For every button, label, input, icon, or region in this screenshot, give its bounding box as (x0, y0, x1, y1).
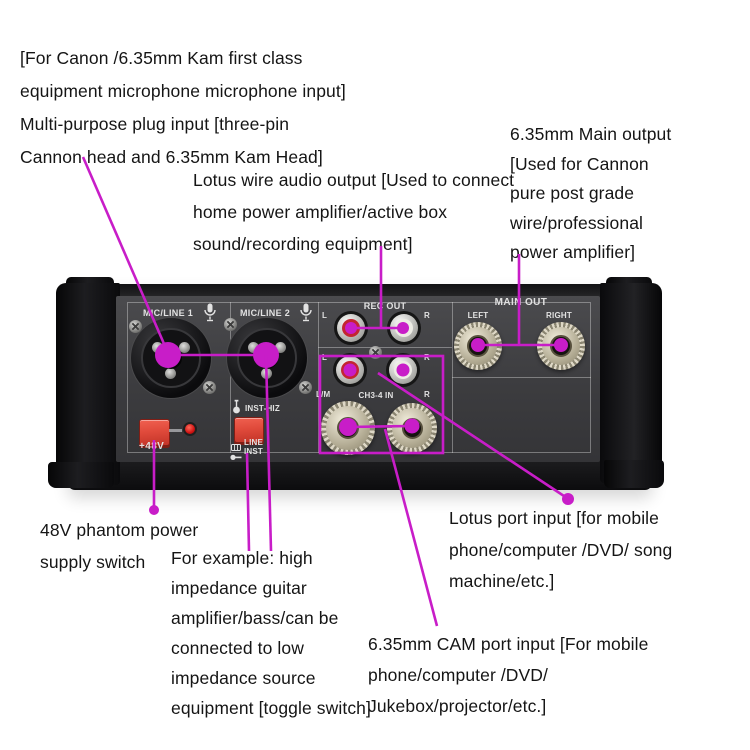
inst-hiz-label: INST-HIZ (245, 404, 280, 413)
callout-text-line: For example: high (171, 548, 313, 568)
callout-text-line: impedance source (171, 668, 316, 688)
callout-cam-input: 6.35mm CAM port input [For mobile phone/… (368, 629, 648, 722)
callout-text-line: home power amplifier/active box (193, 202, 448, 222)
callout-text-line: Multi-purpose plug input [three-pin (20, 114, 290, 134)
line-source-icon (231, 438, 241, 456)
rec-out-right-label: R (424, 311, 430, 320)
panel-divider (318, 302, 319, 453)
guitar-icon (231, 399, 242, 419)
xlr-pin (275, 342, 286, 353)
ch34-title-label: CH3-4 IN (358, 391, 394, 400)
callout-main-output: 6.35mm Main output [Used for Cannon pure… (510, 120, 671, 268)
left-end-cap (48, 462, 114, 488)
callout-text-line: power amplifier] (510, 242, 636, 262)
callout-text-line: [Used for Cannon (510, 153, 649, 174)
rca-jack-ch34-right (386, 353, 420, 387)
screw-icon (129, 320, 142, 333)
inst-label: INST (244, 447, 264, 456)
quarter-inch-jack-main-left (454, 322, 502, 370)
xlr-jack-hole (256, 347, 278, 369)
callout-text-line: phone/computer /DVD/ song (449, 539, 673, 560)
callout-text-line: Lotus port input [for mobile (449, 508, 659, 528)
rca-jack-rec-out-right (387, 311, 421, 345)
ch34-rca-right-label: R (424, 353, 430, 362)
mic-line-2-label: MIC/LINE 2 (240, 308, 291, 318)
xlr-pin (261, 368, 272, 379)
callout-text-line: 6.35mm CAM port input [For mobile (368, 634, 649, 654)
rca-jack-rec-out-left (334, 311, 368, 345)
screw-icon (369, 346, 382, 359)
ch34-rca-left-label: L (322, 353, 328, 362)
panel-divider (318, 347, 452, 348)
rec-out-label: REC OUT (363, 301, 407, 311)
phantom-power-led (183, 422, 197, 436)
xlr-pin (165, 368, 176, 379)
main-out-label: MAIN OUT (494, 297, 548, 308)
right-end-cap (604, 460, 664, 488)
callout-text-line: 48V phantom power (40, 520, 199, 540)
callout-text-line: 6.35mm Main output (510, 124, 672, 144)
callout-lotus-output: Lotus wire audio output [Used to connect… (193, 164, 514, 260)
callout-text-line: equipment [toggle switch] (171, 698, 371, 718)
quarter-inch-jack-ch34-r (387, 403, 437, 453)
callout-text-line: pure post grade (510, 183, 635, 203)
callout-phantom-power: 48V phantom power supply switch (40, 514, 198, 578)
microphone-icon (204, 303, 216, 327)
callout-toggle-switch: For example: high impedance guitar ampli… (171, 543, 371, 723)
callout-mic-input: [For Canon /6.35mm Kam first class equip… (20, 42, 346, 174)
right-end-cap (600, 283, 662, 483)
callout-text-line: Lotus wire audio output [Used to connect (193, 170, 515, 190)
rca-hole (346, 366, 354, 374)
ch34-r-label: R (424, 390, 430, 399)
ch34-lm-label: L/M (316, 390, 331, 399)
xlr-combo-jack-1 (130, 317, 212, 399)
rca-hole (399, 366, 407, 374)
rec-out-left-label: L (322, 311, 328, 320)
rca-jack-ch34-left (333, 353, 367, 387)
callout-text-line: sound/recording equipment] (193, 234, 413, 254)
callout-text-line: phone/computer /DVD/ (368, 665, 549, 685)
main-out-right-label: RIGHT (546, 311, 572, 320)
quarter-inch-jack-ch34-lm (321, 401, 375, 455)
xlr-jack-hole (160, 347, 182, 369)
rca-hole (347, 324, 355, 332)
phantom-power-label: +48V (139, 441, 165, 452)
panel-divider (452, 377, 591, 378)
main-out-left-label: LEFT (467, 311, 489, 320)
left-end-cap (56, 283, 120, 485)
instrument-icon (230, 448, 242, 466)
callout-text-line: [For Canon /6.35mm Kam first class (20, 48, 303, 68)
xlr-pin (179, 342, 190, 353)
jack-hole (401, 417, 423, 439)
jack-hole (549, 334, 573, 358)
inst-toggle-button (234, 417, 264, 443)
screw-icon (224, 318, 237, 331)
callout-text-line: impedance guitar (171, 578, 307, 598)
line-label: LINE (244, 438, 264, 447)
callout-text-line: equipment microphone microphone input] (20, 81, 346, 101)
microphone-icon (300, 303, 312, 327)
callout-text-line: amplifier/bass/can be (171, 608, 339, 628)
button-led-link (169, 429, 182, 432)
quarter-inch-jack-main-right (537, 322, 585, 370)
screw-icon (203, 381, 216, 394)
callout-text-line: Jukebox/projector/etc.] (368, 696, 547, 716)
jack-hole (466, 334, 490, 358)
callout-text-line: connected to low (171, 638, 304, 658)
screw-icon (299, 381, 312, 394)
callout-lotus-input: Lotus port input [for mobile phone/compu… (449, 503, 672, 598)
callout-text-line: machine/etc.] (449, 571, 555, 591)
callout-text-line: wire/professional (510, 212, 644, 233)
rca-hole (400, 324, 408, 332)
xlr-combo-jack-2 (226, 317, 308, 399)
callout-text-line: supply switch (40, 552, 146, 572)
